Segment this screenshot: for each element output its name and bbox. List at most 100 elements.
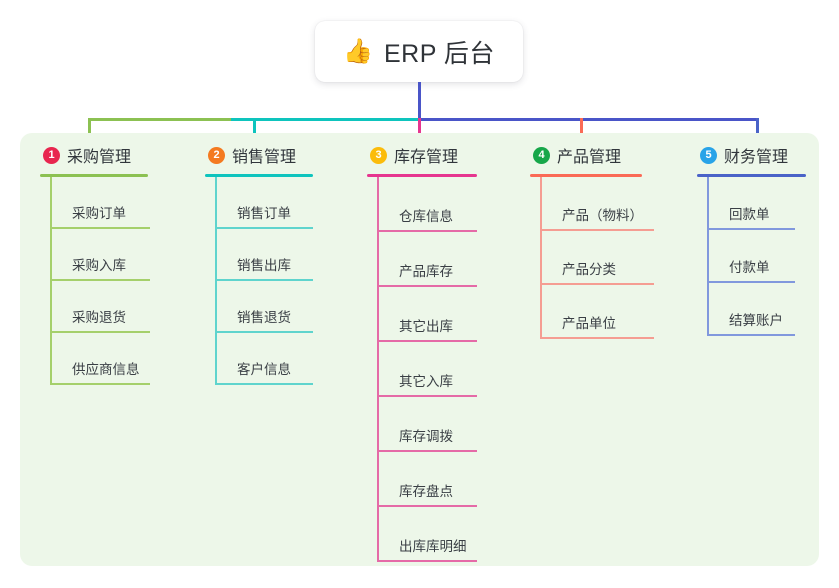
leaf-rule bbox=[217, 331, 313, 333]
leaf-item[interactable]: 产品库存 bbox=[377, 232, 477, 287]
root-node-content: 👍 ERP 后台 bbox=[343, 34, 495, 70]
leaf-label: 出库库明细 bbox=[399, 539, 467, 554]
branch-column-4: 4 产品管理产品（物料） 产品分类产品单位 bbox=[530, 144, 654, 339]
leaf-item[interactable]: 采购退货 bbox=[50, 281, 150, 333]
leaf-label: 销售订单 bbox=[237, 206, 291, 221]
leaf-item[interactable]: 产品分类 bbox=[540, 231, 654, 285]
leaf-label: 仓库信息 bbox=[399, 209, 453, 224]
leaf-item[interactable]: 产品（物料） bbox=[540, 177, 654, 231]
leaf-item[interactable]: 仓库信息 bbox=[377, 177, 477, 232]
branch-header-2[interactable]: 2 销售管理 bbox=[205, 144, 313, 166]
branch-rule-4 bbox=[530, 174, 642, 177]
branch-leaf-list-2: 销售订单销售出库销售退货客户信息 bbox=[205, 177, 313, 385]
leaf-rule bbox=[52, 279, 150, 281]
leaf-label: 产品单位 bbox=[562, 316, 616, 331]
leaf-label: 产品库存 bbox=[399, 264, 453, 279]
branch-panel bbox=[20, 133, 819, 566]
branch-leaf-list-4: 产品（物料） 产品分类产品单位 bbox=[530, 177, 654, 339]
leaf-item[interactable]: 产品单位 bbox=[540, 285, 654, 339]
branch-header-4[interactable]: 4 产品管理 bbox=[530, 144, 643, 166]
leaf-label: 其它入库 bbox=[399, 374, 453, 389]
branch-column-3: 3 库存管理仓库信息产品库存其它出库其它入库库存调拨库存盘点出库库明细 bbox=[367, 144, 477, 562]
connector-bar-segment bbox=[418, 118, 759, 121]
leaf-rule bbox=[542, 283, 654, 285]
leaf-item[interactable]: 其它入库 bbox=[377, 342, 477, 397]
branch-title-4: 产品管理 bbox=[557, 149, 622, 166]
leaf-item[interactable]: 供应商信息 bbox=[50, 333, 150, 385]
branch-header-3[interactable]: 3 库存管理 bbox=[367, 144, 477, 166]
thumbs-up-icon: 👍 bbox=[343, 37, 373, 65]
leaf-item[interactable]: 库存调拨 bbox=[377, 397, 477, 452]
leaf-rule bbox=[52, 331, 150, 333]
branch-title-2: 销售管理 bbox=[232, 149, 297, 166]
branch-spine-1 bbox=[50, 177, 52, 385]
branch-leaf-list-5: 回款单付款单结算账户 bbox=[697, 177, 806, 336]
leaf-item[interactable]: 客户信息 bbox=[215, 333, 313, 385]
leaf-label: 销售退货 bbox=[237, 310, 291, 325]
leaf-label: 采购入库 bbox=[72, 258, 126, 273]
leaf-label: 产品分类 bbox=[562, 262, 616, 277]
leaf-label: 库存调拨 bbox=[399, 429, 453, 444]
leaf-rule bbox=[379, 505, 477, 507]
leaf-item[interactable]: 出库库明细 bbox=[377, 507, 477, 562]
branch-badge-1: 1 bbox=[43, 146, 60, 164]
leaf-item[interactable]: 销售退货 bbox=[215, 281, 313, 333]
root-title: ERP 后台 bbox=[383, 39, 495, 68]
leaf-label: 付款单 bbox=[729, 260, 770, 275]
root-stem bbox=[418, 82, 421, 119]
leaf-item[interactable]: 采购订单 bbox=[50, 177, 150, 229]
leaf-rule bbox=[709, 334, 795, 336]
leaf-label: 销售出库 bbox=[237, 258, 291, 273]
branch-leaf-list-1: 采购订单采购入库采购退货供应商信息 bbox=[40, 177, 150, 385]
leaf-label: 回款单 bbox=[729, 207, 770, 222]
leaf-rule bbox=[379, 285, 477, 287]
connector-bar-segment bbox=[88, 118, 232, 121]
branch-header-1[interactable]: 1 采购管理 bbox=[40, 144, 148, 166]
leaf-label: 客户信息 bbox=[237, 362, 291, 377]
branch-leaf-list-3: 仓库信息产品库存其它出库其它入库库存调拨库存盘点出库库明细 bbox=[367, 177, 477, 562]
root-node-card[interactable]: 👍 ERP 后台 bbox=[315, 21, 523, 82]
leaf-rule bbox=[379, 230, 477, 232]
leaf-rule bbox=[709, 281, 795, 283]
leaf-item[interactable]: 结算账户 bbox=[707, 283, 806, 336]
leaf-item[interactable]: 销售出库 bbox=[215, 229, 313, 281]
leaf-rule bbox=[217, 279, 313, 281]
branch-badge-4: 4 bbox=[533, 146, 550, 164]
leaf-item[interactable]: 采购入库 bbox=[50, 229, 150, 281]
leaf-label: 其它出库 bbox=[399, 319, 453, 334]
branch-spine-3 bbox=[377, 177, 379, 562]
branch-column-1: 1 采购管理采购订单采购入库采购退货供应商信息 bbox=[40, 144, 150, 385]
leaf-rule bbox=[217, 383, 313, 385]
leaf-label: 采购退货 bbox=[72, 310, 126, 325]
branch-title-3: 库存管理 bbox=[394, 149, 459, 166]
leaf-label: 采购订单 bbox=[72, 206, 126, 221]
leaf-rule bbox=[52, 383, 150, 385]
branch-column-2: 2 销售管理销售订单销售出库销售退货客户信息 bbox=[205, 144, 313, 385]
branch-rule-3 bbox=[367, 174, 477, 177]
branch-spine-4 bbox=[540, 177, 542, 339]
leaf-rule bbox=[379, 395, 477, 397]
branch-title-1: 采购管理 bbox=[67, 149, 132, 166]
leaf-item[interactable]: 库存盘点 bbox=[377, 452, 477, 507]
leaf-rule bbox=[709, 228, 795, 230]
leaf-item[interactable]: 其它出库 bbox=[377, 287, 477, 342]
branch-rule-1 bbox=[40, 174, 148, 177]
leaf-rule bbox=[379, 340, 477, 342]
branch-badge-2: 2 bbox=[208, 146, 225, 164]
leaf-item[interactable]: 付款单 bbox=[707, 230, 806, 283]
branch-spine-2 bbox=[215, 177, 217, 385]
branch-rule-5 bbox=[697, 174, 806, 177]
branch-badge-3: 3 bbox=[370, 146, 387, 164]
leaf-label: 供应商信息 bbox=[72, 362, 140, 377]
branch-badge-5: 5 bbox=[700, 146, 717, 164]
leaf-rule bbox=[542, 337, 654, 339]
leaf-label: 产品（物料） bbox=[562, 208, 643, 223]
connector-bar-segment bbox=[231, 118, 419, 121]
leaf-item[interactable]: 回款单 bbox=[707, 177, 806, 230]
leaf-label: 结算账户 bbox=[729, 313, 783, 328]
leaf-rule bbox=[379, 450, 477, 452]
leaf-item[interactable]: 销售订单 bbox=[215, 177, 313, 229]
leaf-rule bbox=[379, 560, 477, 562]
